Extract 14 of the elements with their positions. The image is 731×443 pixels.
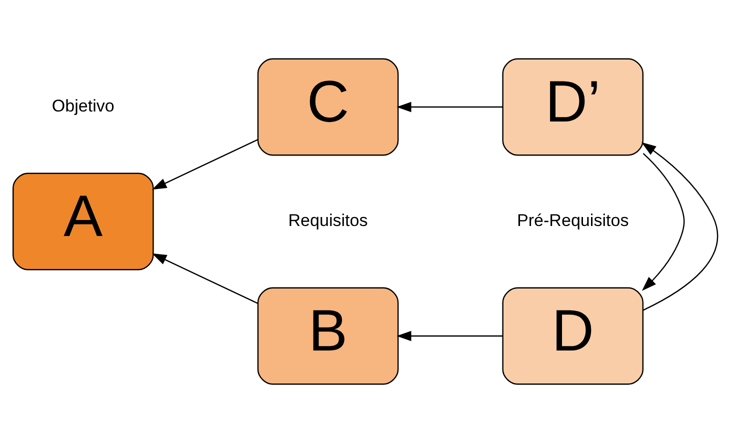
arrow bbox=[396, 102, 502, 112]
arrow bbox=[152, 253, 258, 304]
node-box: B bbox=[257, 287, 399, 385]
arrow bbox=[152, 139, 258, 190]
node-box: D bbox=[502, 287, 644, 385]
arrow bbox=[396, 330, 502, 342]
node-box: C bbox=[257, 58, 399, 156]
arrow bbox=[642, 153, 685, 291]
arrow bbox=[641, 142, 718, 311]
node-label: Requisitos bbox=[288, 211, 368, 230]
node-label: Pré-Requisitos bbox=[516, 211, 629, 230]
node-box: A bbox=[12, 172, 154, 270]
node-label: Objetivo bbox=[52, 96, 114, 116]
node-box: D’ bbox=[502, 58, 644, 156]
